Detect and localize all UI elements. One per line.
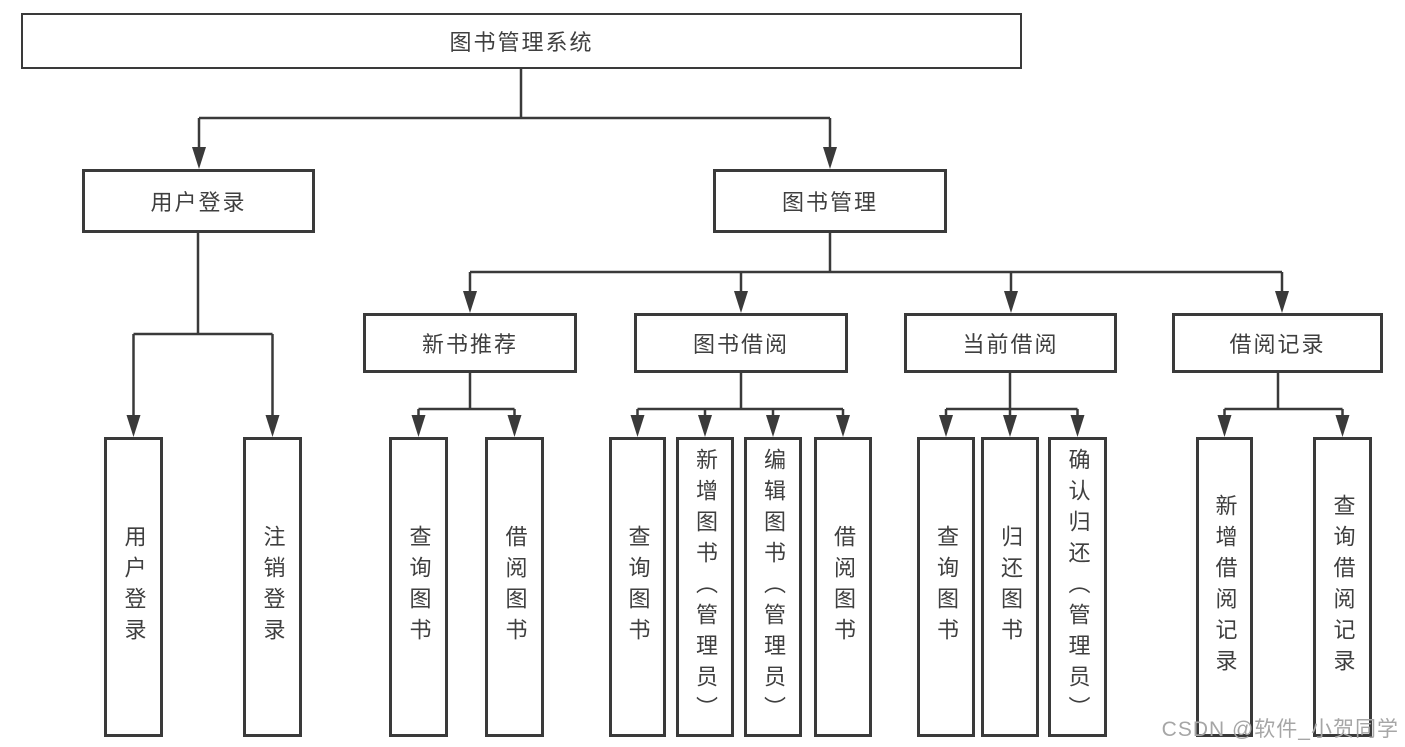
leaf-recommend-query-book-label: 查询图书 xyxy=(406,525,432,649)
leaf-records-add-record: 新增借阅记录 xyxy=(1196,437,1253,737)
node-current-borrow: 当前借阅 xyxy=(904,313,1117,373)
leaf-logout-label: 注销登录 xyxy=(260,525,286,649)
leaf-recommend-borrow-book-label: 借阅图书 xyxy=(502,525,528,649)
leaf-borrow-query-book: 查询图书 xyxy=(609,437,666,737)
leaf-borrow-query-book-label: 查询图书 xyxy=(625,525,651,649)
node-user-login: 用户登录 xyxy=(82,169,315,233)
node-library-system-label: 图书管理系统 xyxy=(449,30,594,55)
leaf-records-query-record-label: 查询借阅记录 xyxy=(1330,494,1356,680)
node-new-book-recommend: 新书推荐 xyxy=(363,313,577,373)
leaf-current-return-book: 归还图书 xyxy=(981,437,1039,737)
leaf-borrow-borrow-book: 借阅图书 xyxy=(814,437,872,737)
node-user-login-label: 用户登录 xyxy=(150,190,247,215)
node-new-book-recommend-label: 新书推荐 xyxy=(421,332,518,357)
node-book-management: 图书管理 xyxy=(713,169,947,233)
node-current-borrow-label: 当前借阅 xyxy=(962,332,1059,357)
leaf-current-return-book-label: 归还图书 xyxy=(998,525,1023,649)
leaf-records-query-record: 查询借阅记录 xyxy=(1313,437,1372,737)
leaf-records-add-record-label: 新增借阅记录 xyxy=(1212,494,1238,680)
node-library-system: 图书管理系统 xyxy=(21,13,1022,69)
leaf-user-login-label: 用户登录 xyxy=(121,525,147,649)
node-borrow-records: 借阅记录 xyxy=(1172,313,1383,373)
leaf-borrow-add-book-admin: 新增图书（管理员） xyxy=(676,437,734,737)
leaf-borrow-add-book-admin-label: 新增图书（管理员） xyxy=(693,447,718,727)
leaf-borrow-borrow-book-label: 借阅图书 xyxy=(831,525,856,649)
node-book-management-label: 图书管理 xyxy=(781,190,878,215)
leaf-recommend-query-book: 查询图书 xyxy=(389,437,448,737)
leaf-user-login: 用户登录 xyxy=(104,437,163,737)
leaf-current-query-book: 查询图书 xyxy=(917,437,975,737)
leaf-current-confirm-return-admin: 确认归还（管理员） xyxy=(1048,437,1107,737)
leaf-borrow-edit-book-admin-label: 编辑图书（管理员） xyxy=(761,447,786,727)
leaf-recommend-borrow-book: 借阅图书 xyxy=(485,437,544,737)
leaf-current-confirm-return-admin-label: 确认归还（管理员） xyxy=(1065,447,1091,727)
leaf-borrow-edit-book-admin: 编辑图书（管理员） xyxy=(744,437,802,737)
arrowheads xyxy=(126,147,1350,437)
node-borrow-records-label: 借阅记录 xyxy=(1229,332,1326,357)
leaf-current-query-book-label: 查询图书 xyxy=(934,525,959,649)
node-book-borrow: 图书借阅 xyxy=(634,313,848,373)
csdn-watermark: CSDN @软件_小贺同学 xyxy=(1161,718,1399,741)
leaf-logout: 注销登录 xyxy=(243,437,302,737)
node-book-borrow-label: 图书借阅 xyxy=(692,332,789,357)
